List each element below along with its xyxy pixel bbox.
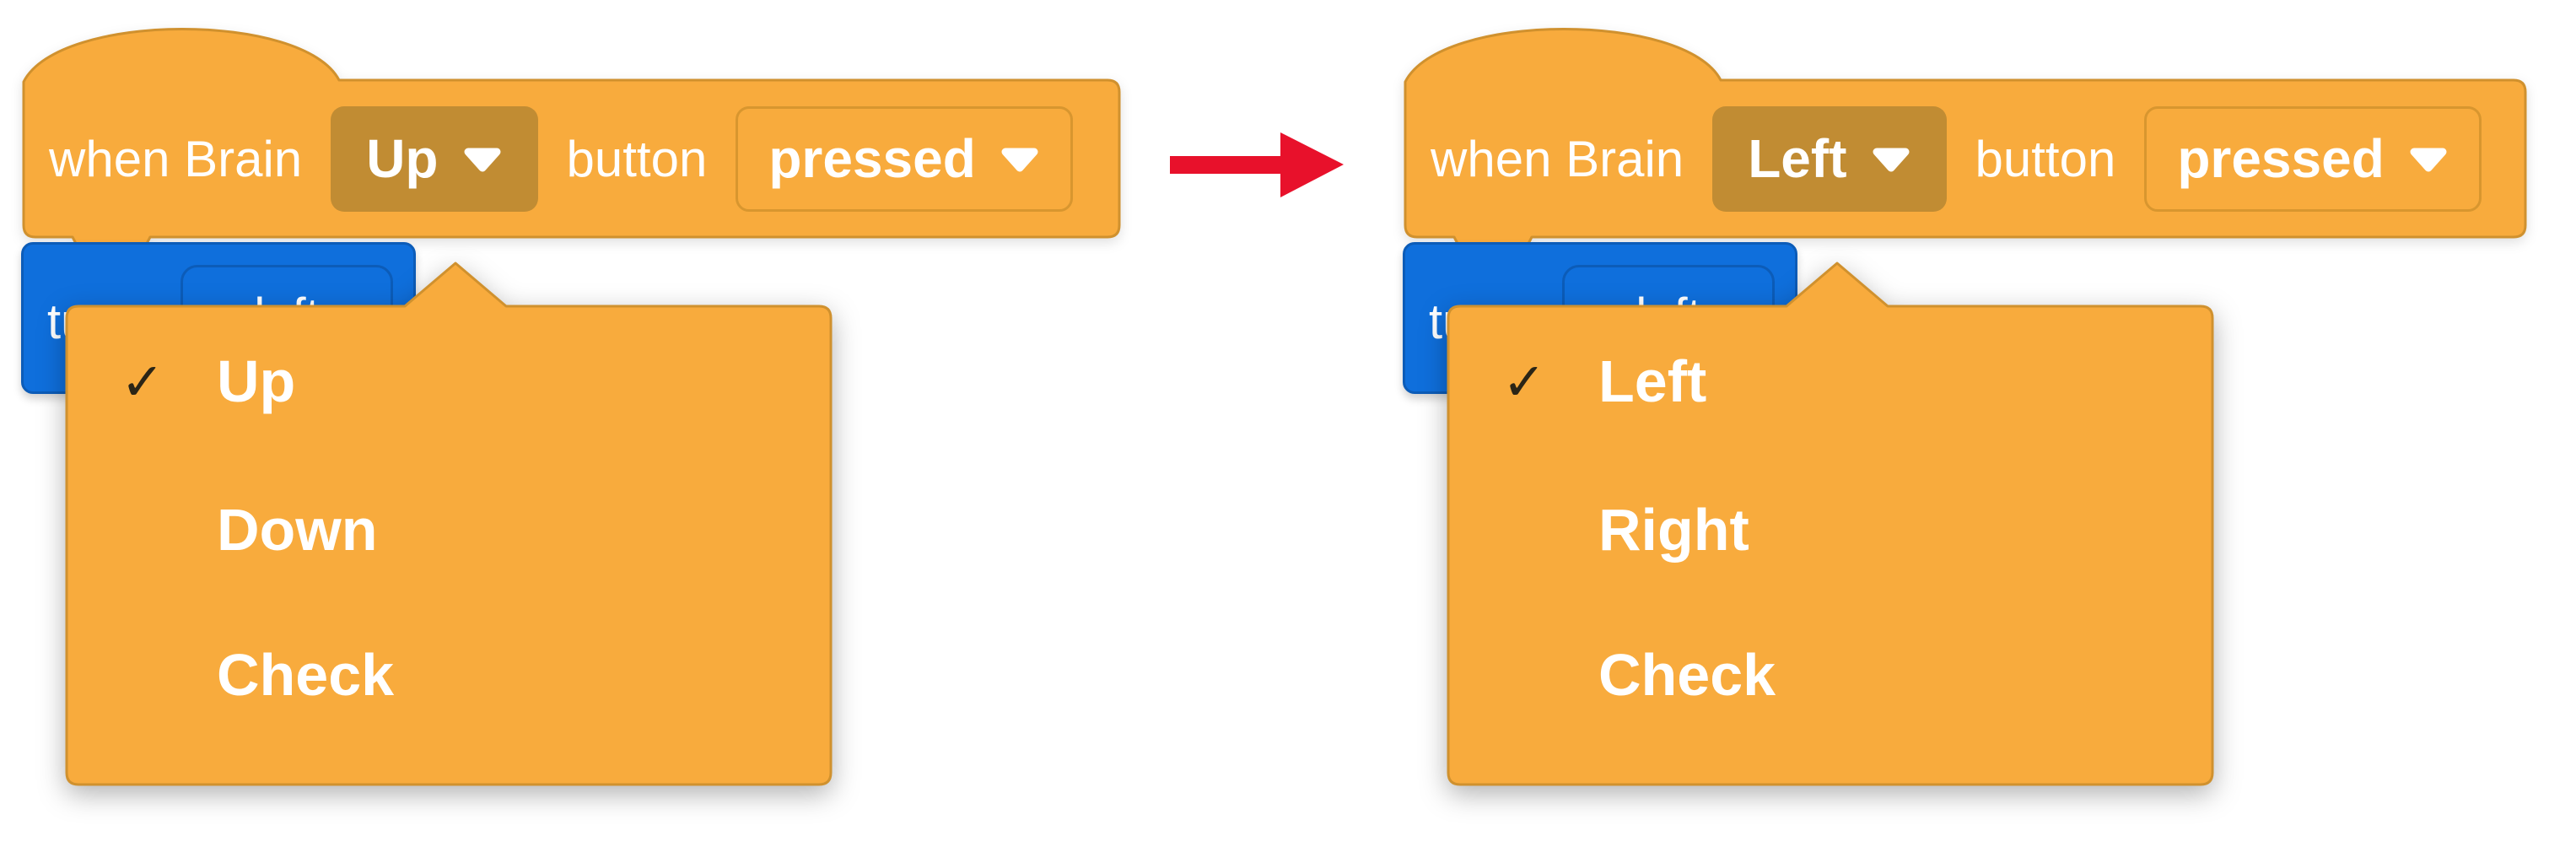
chevron-down-icon <box>464 148 500 172</box>
menu-item-check[interactable]: Check <box>67 637 831 713</box>
right-arrow-icon <box>1170 132 1344 197</box>
brain-button-dropdown-menu <box>65 262 833 786</box>
brain-button-dropdown-menu <box>1447 262 2214 786</box>
when-brain-button-hat-block[interactable] <box>1404 25 2527 265</box>
pressed-dropdown-value: pressed <box>768 128 976 189</box>
menu-item-label: Left <box>1598 348 1707 414</box>
button-label: button <box>1975 130 2116 187</box>
brain-button-dropdown[interactable]: Left <box>1712 105 1947 212</box>
menu-item-label: Down <box>217 497 378 563</box>
chevron-down-icon <box>1001 148 1038 172</box>
pressed-dropdown[interactable]: pressed <box>2144 105 2482 212</box>
pressed-dropdown[interactable]: pressed <box>736 105 1073 212</box>
menu-item-label: Up <box>217 348 296 414</box>
check-icon: ✓ <box>1502 350 1546 413</box>
brain-button-dropdown[interactable]: Up <box>331 105 538 212</box>
when-brain-label: when Brain <box>1431 130 1684 187</box>
menu-item-label: Check <box>217 642 395 708</box>
menu-item-up[interactable]: ✓ Up <box>67 343 831 419</box>
button-label: button <box>566 130 708 187</box>
brain-button-dropdown-value: Up <box>366 128 439 189</box>
chevron-down-icon <box>1873 148 1909 172</box>
when-brain-button-hat-block[interactable] <box>22 25 1121 265</box>
menu-item-check[interactable]: Check <box>1448 637 2212 713</box>
menu-item-right[interactable]: Right <box>1448 492 2212 568</box>
chevron-down-icon <box>2410 148 2447 172</box>
menu-item-label: Right <box>1598 497 1749 563</box>
brain-button-dropdown-value: Left <box>1748 128 1847 189</box>
when-brain-label: when Brain <box>49 130 303 187</box>
menu-item-label: Check <box>1598 642 1776 708</box>
check-icon: ✓ <box>121 350 164 413</box>
pressed-dropdown-value: pressed <box>2177 128 2385 189</box>
menu-item-left[interactable]: ✓ Left <box>1448 343 2212 419</box>
menu-item-down[interactable]: Down <box>67 492 831 568</box>
